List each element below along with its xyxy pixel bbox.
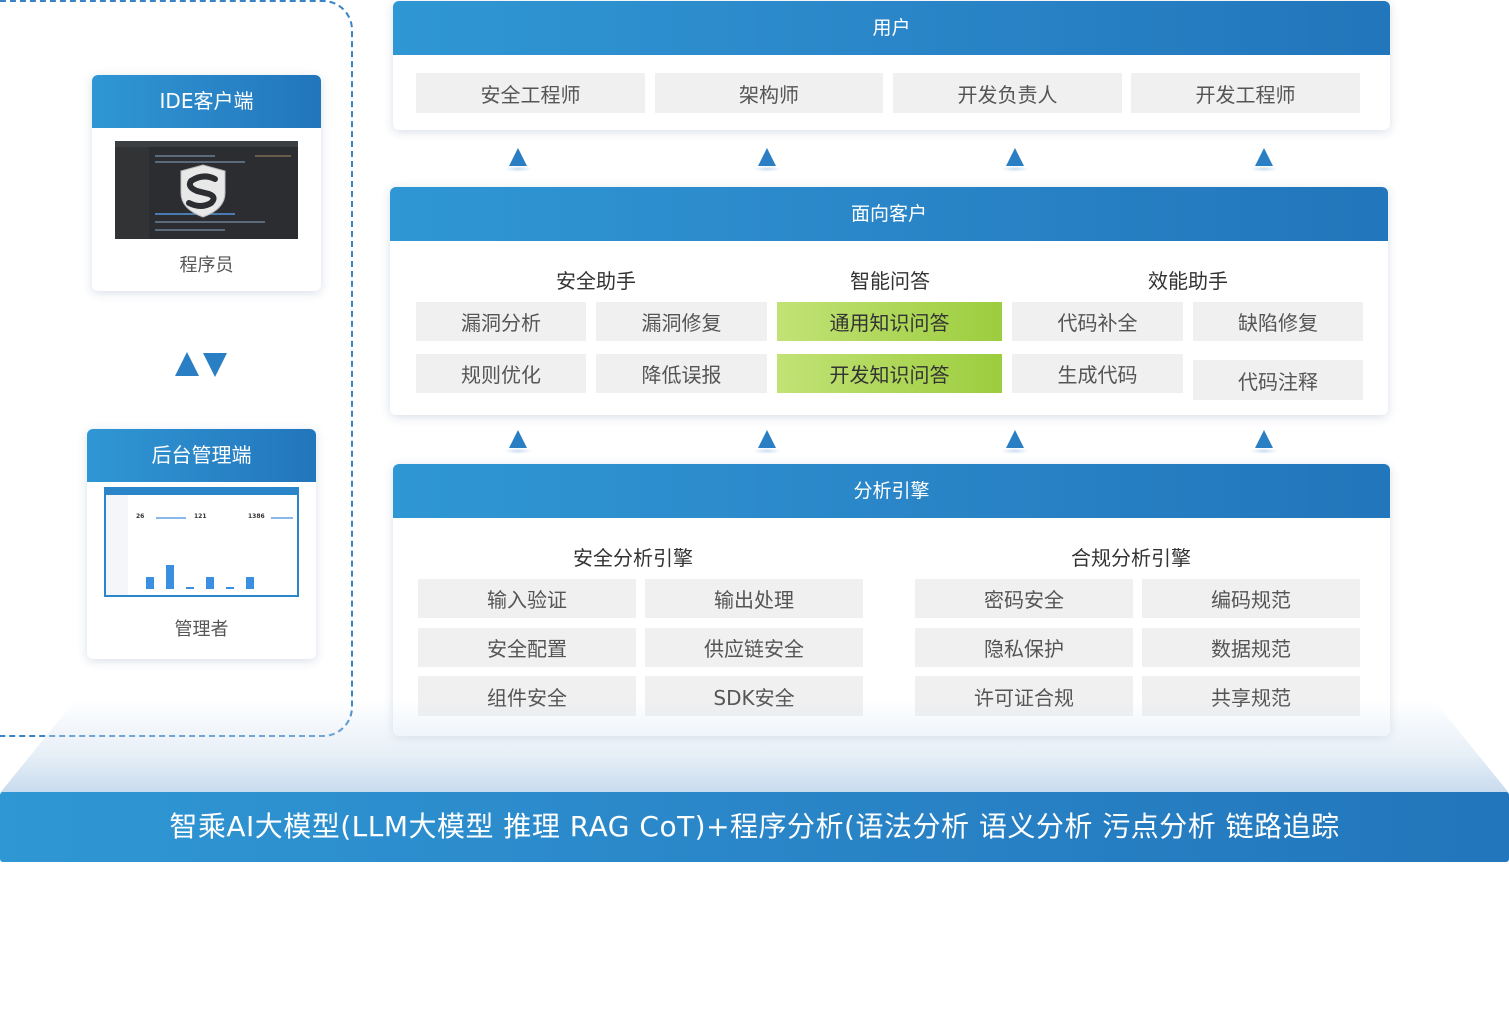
role-tag: 开发工程师	[1131, 73, 1360, 113]
role-tag: 开发负责人	[893, 73, 1122, 113]
platform-glow	[0, 700, 1509, 793]
engine-title: 分析引擎	[393, 464, 1390, 518]
group-title-security-engine: 安全分析引擎	[573, 546, 693, 570]
feature-tag: 生成代码	[1012, 354, 1183, 393]
group-title-compliance-engine: 合规分析引擎	[1071, 546, 1191, 570]
engine-tag: 安全配置	[418, 628, 636, 667]
engine-tag: 编码规范	[1142, 579, 1360, 618]
feature-tag: 漏洞修复	[596, 302, 767, 341]
arrow-up-icon	[1001, 148, 1029, 172]
admin-client-title: 后台管理端	[87, 429, 316, 482]
feature-tag-highlight: 开发知识问答	[777, 354, 1002, 393]
engine-tag: 密码安全	[915, 579, 1133, 618]
arrow-up-icon	[504, 148, 532, 172]
group-title-security-assistant: 安全助手	[556, 269, 636, 293]
feature-tag: 漏洞分析	[416, 302, 586, 341]
engine-card: 分析引擎 安全分析引擎 合规分析引擎 输入验证 输出处理 安全配置 供应链安全 …	[393, 464, 1390, 736]
engine-tag: 输入验证	[418, 579, 636, 618]
ide-client-title: IDE客户端	[92, 75, 321, 128]
engine-tag: 隐私保护	[915, 628, 1133, 667]
engine-tag: 供应链安全	[645, 628, 863, 667]
arrow-down-icon	[203, 353, 227, 377]
customer-card: 面向客户 安全助手 智能问答 效能助手 漏洞分析 漏洞修复 规则优化 降低误报 …	[390, 187, 1388, 415]
engine-tag: 输出处理	[645, 579, 863, 618]
users-card: 用户 安全工程师 架构师 开发负责人 开发工程师	[393, 1, 1390, 130]
role-tag: 架构师	[655, 73, 883, 113]
admin-stat-3: 1386	[248, 513, 265, 520]
admin-screenshot: 26 121 1386	[104, 487, 299, 597]
admin-stat-2: 121	[194, 513, 207, 520]
engine-tag: 数据规范	[1142, 628, 1360, 667]
ide-client-caption: 程序员	[179, 255, 234, 276]
admin-stat-1: 26	[136, 513, 145, 520]
arrow-up-icon	[504, 430, 532, 454]
feature-tag: 缺陷修复	[1193, 302, 1363, 341]
admin-client-caption: 管理者	[174, 619, 229, 640]
arrow-up-icon	[1001, 430, 1029, 454]
admin-client-card: 后台管理端 26 121 1386 管理者	[87, 429, 316, 659]
feature-tag: 代码注释	[1193, 360, 1363, 400]
arrow-up-icon	[1250, 148, 1278, 172]
feature-tag-highlight: 通用知识问答	[777, 302, 1002, 341]
shield-logo-icon	[180, 164, 226, 218]
feature-tag: 规则优化	[416, 354, 586, 393]
feature-tag: 代码补全	[1012, 302, 1183, 341]
ide-client-card: IDE客户端 程序员	[92, 75, 321, 291]
users-title: 用户	[393, 1, 1390, 55]
arrow-up-icon	[753, 430, 781, 454]
role-tag: 安全工程师	[416, 73, 645, 113]
arrow-up-icon	[175, 352, 199, 376]
platform-banner: 智乘AI大模型(LLM大模型 推理 RAG CoT)+程序分析(语法分析 语义分…	[0, 792, 1509, 862]
arrow-up-icon	[753, 148, 781, 172]
arrow-up-icon	[1250, 430, 1278, 454]
group-title-smart-qa: 智能问答	[850, 269, 930, 293]
group-title-efficiency-assistant: 效能助手	[1148, 269, 1228, 293]
ide-screenshot	[115, 141, 298, 239]
customer-title: 面向客户	[390, 187, 1388, 241]
feature-tag: 降低误报	[596, 354, 767, 393]
